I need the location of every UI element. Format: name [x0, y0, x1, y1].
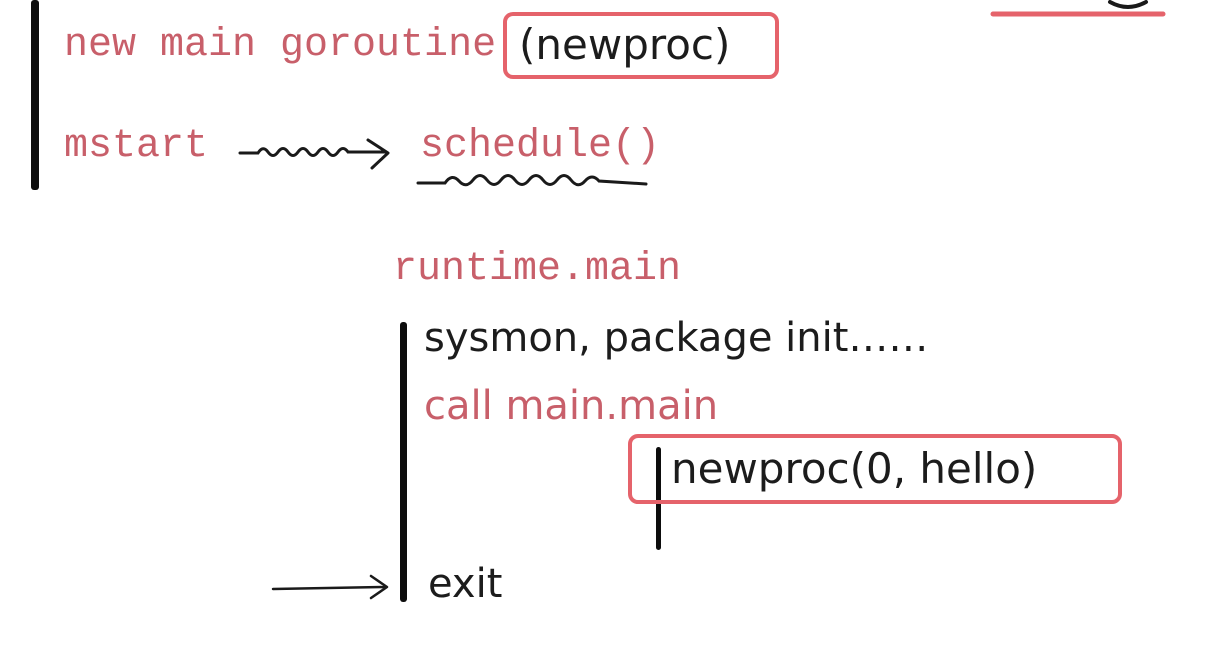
newproc-hello-highlight-box — [628, 434, 1122, 504]
exit-arrow-line — [271, 585, 387, 591]
exit-text: exit — [428, 561, 503, 607]
arrowhead-icon — [366, 138, 390, 170]
schedule-text: schedule() — [420, 124, 661, 169]
newproc-highlight-box — [503, 12, 779, 79]
main-scope-bar — [31, 0, 39, 190]
new-main-goroutine-text: new main goroutine — [64, 23, 497, 68]
main-main-scope-bar — [656, 447, 661, 550]
exit-arrowhead-icon — [369, 574, 389, 600]
schedule-wavy-underline — [416, 174, 648, 187]
newproc-hello-text: newproc(0, hello) — [671, 444, 1038, 493]
mstart-text: mstart — [64, 124, 209, 169]
newproc-text: (newproc) — [519, 20, 731, 69]
runtime-main-scope-bar — [400, 322, 407, 602]
runtime-main-text: runtime.main — [393, 247, 682, 292]
call-main-main-text: call main.main — [424, 383, 719, 429]
sysmon-package-init-text: sysmon, package init…… — [424, 315, 929, 361]
wavy-arrow-icon — [238, 147, 387, 157]
top-right-ink-fragment — [1108, 0, 1148, 9]
